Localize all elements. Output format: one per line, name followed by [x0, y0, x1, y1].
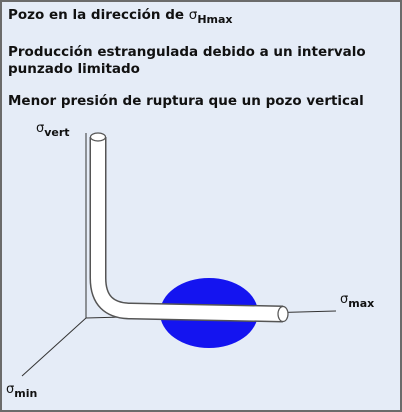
axis-label-vert-symbol: σ [36, 121, 45, 136]
sigma-symbol: σ [188, 7, 198, 23]
axis-label-vert-sub: vert [44, 126, 70, 139]
text-line-wellbore-direction-prefix: Pozo en la dirección de [8, 7, 189, 23]
axis-label-min: σmin [6, 382, 38, 400]
text-line-lower-breakdown-pressure: Menor presión de ruptura que un pozo ver… [8, 93, 364, 109]
wellbore-pipe [91, 137, 284, 321]
axis-label-min-symbol: σ [6, 382, 15, 397]
axis-label-max-sub: max [348, 297, 375, 310]
text-line-choked-production: Producción estrangulada debido a un inte… [8, 44, 366, 60]
pipe-end-opening [277, 305, 289, 323]
hmax-subscript: Hmax [197, 13, 233, 26]
axis-label-min-sub: min [14, 387, 38, 400]
pipe-top-opening [89, 132, 107, 142]
text-line-limited-perforation: punzado limitado [8, 61, 140, 77]
axis-label-max-symbol: σ [340, 292, 349, 307]
text-line-wellbore-direction: Pozo en la dirección de σHmax [8, 7, 233, 26]
min-stress-axis [21, 317, 87, 377]
axis-label-max: σmax [340, 292, 375, 310]
axis-label-vert: σvert [36, 121, 70, 139]
